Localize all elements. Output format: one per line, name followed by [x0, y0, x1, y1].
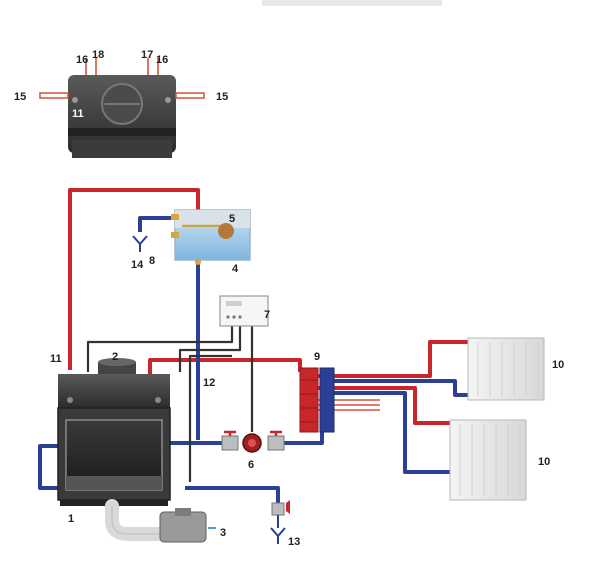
label-10-upper: 10 — [552, 359, 564, 371]
radiator-lower — [449, 419, 527, 501]
insert-top-view — [39, 58, 205, 158]
label-3: 3 — [220, 527, 226, 539]
cropped-title-strip — [262, 0, 442, 6]
safety-valve-13 — [270, 500, 290, 544]
label-10-lower: 10 — [538, 456, 550, 468]
label-13: 13 — [288, 536, 300, 548]
label-9: 9 — [314, 351, 320, 363]
label-4: 4 — [232, 263, 239, 275]
label-16-left: 16 — [76, 54, 88, 66]
label-11-top: 11 — [72, 108, 84, 120]
radiator-upper — [467, 337, 545, 401]
label-5: 5 — [229, 213, 235, 225]
label-6: 6 — [248, 459, 254, 471]
label-2: 2 — [112, 351, 118, 363]
fireplace-insert — [57, 358, 171, 506]
expansion-tank — [171, 209, 251, 265]
label-14: 14 — [131, 259, 144, 271]
circulation-pump — [221, 430, 285, 453]
label-8: 8 — [149, 255, 155, 267]
label-15-right: 15 — [216, 91, 228, 103]
label-18: 18 — [92, 49, 104, 61]
label-7: 7 — [264, 309, 270, 321]
controller-box — [219, 295, 269, 327]
label-1: 1 — [68, 513, 74, 525]
label-12: 12 — [203, 377, 215, 389]
label-15-left: 15 — [14, 91, 26, 103]
manifold — [299, 367, 335, 433]
label-17: 17 — [141, 49, 153, 61]
drain-funnel-14 — [132, 235, 148, 252]
label-11: 11 — [50, 353, 62, 365]
control-wiring — [86, 325, 254, 482]
air-intake-fan — [105, 499, 216, 543]
label-16-right: 16 — [156, 54, 168, 66]
